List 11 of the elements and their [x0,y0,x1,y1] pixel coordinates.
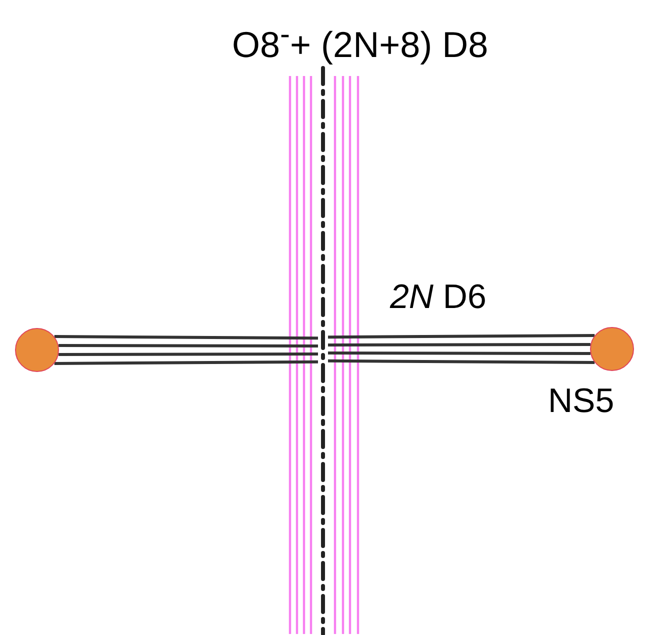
brane-line [54,335,318,340]
brane-line [54,360,318,365]
stack-label: O8$^{-}$+ (2N+8) D8 [232,20,488,63]
brane-line [328,351,590,355]
brane-line [328,334,595,339]
brane-label: NS5 [548,384,614,418]
brane-line [328,343,590,347]
brane-line [58,352,318,356]
brane-line [58,344,318,348]
brane-count-label: 2N D6 [390,280,486,314]
brane-line [328,359,595,364]
